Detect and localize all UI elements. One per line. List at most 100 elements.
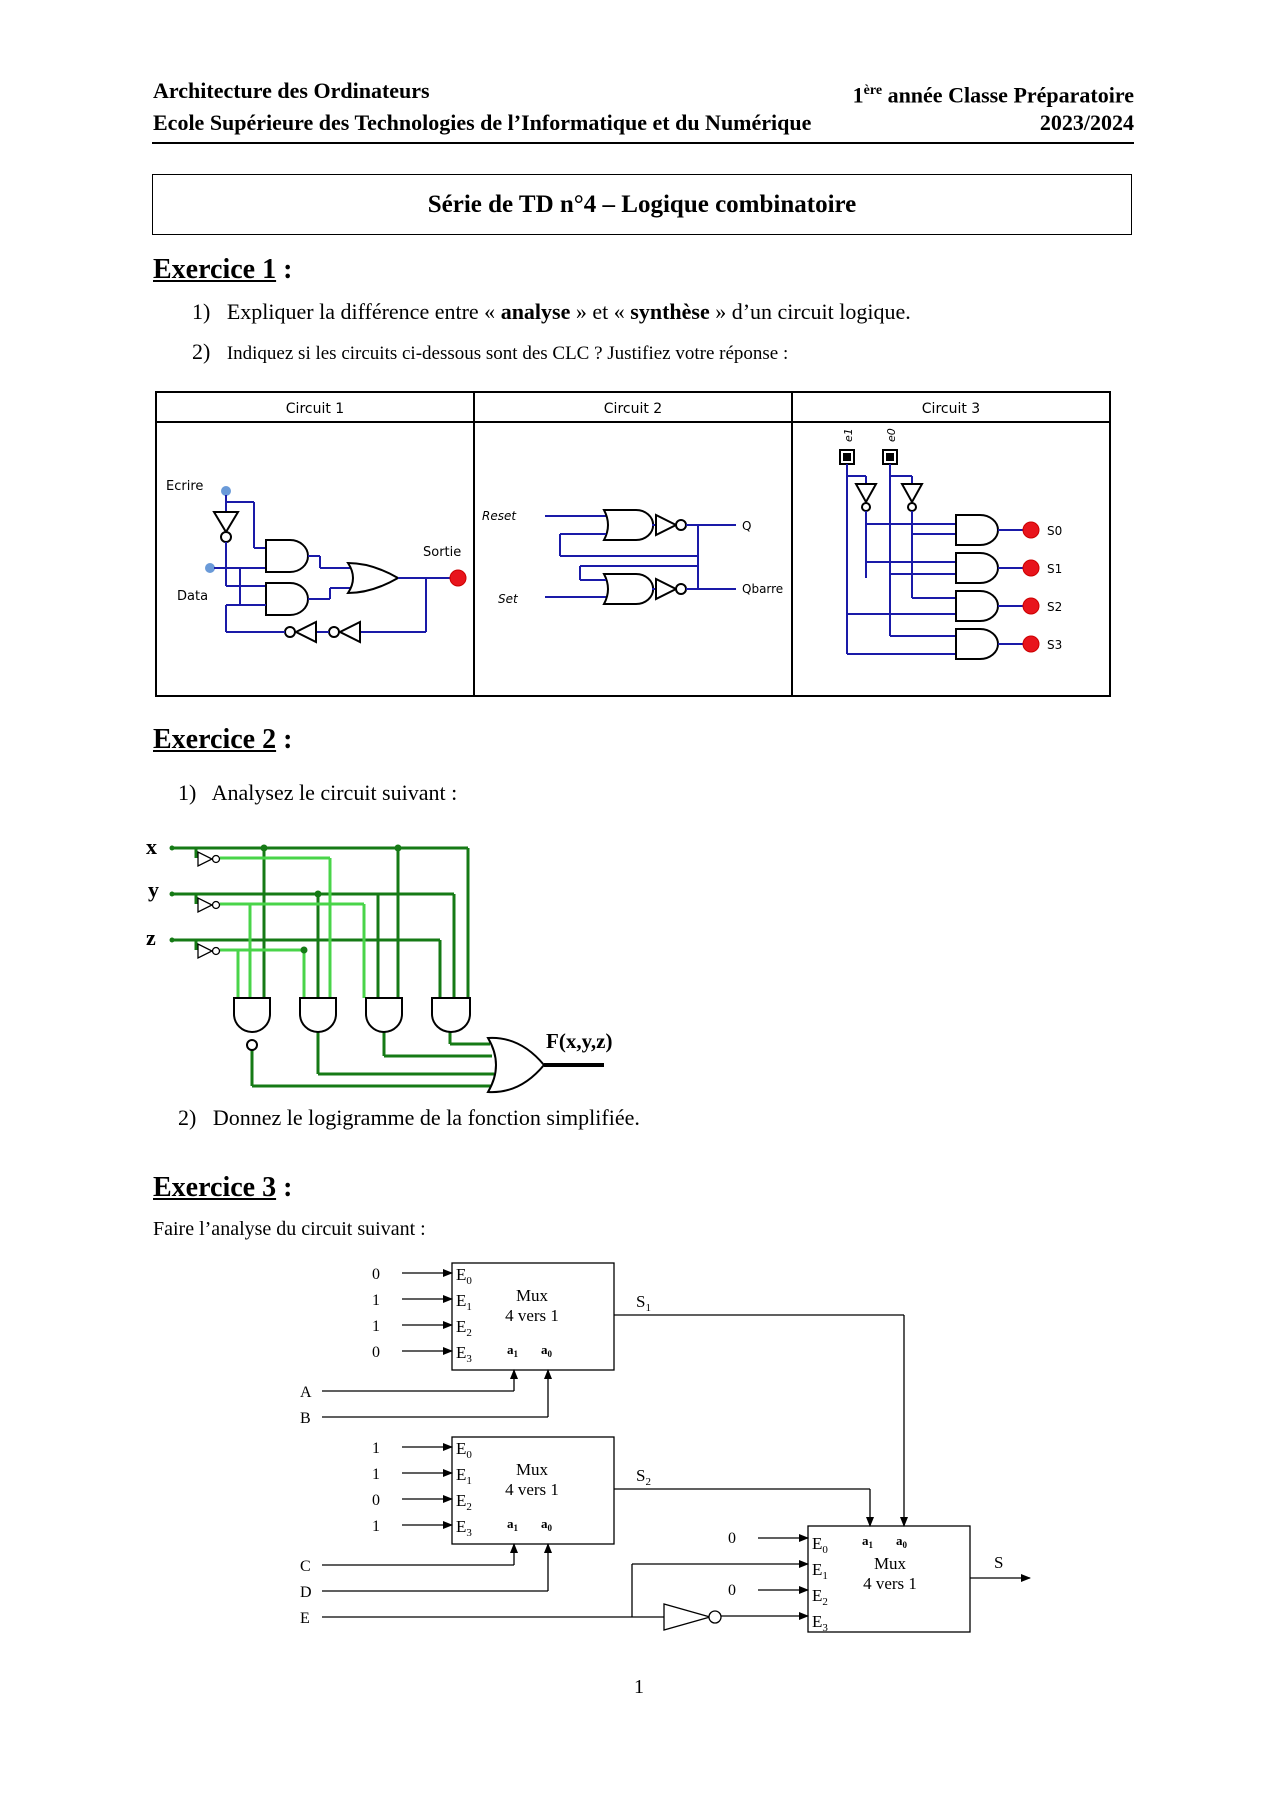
ex1-heading: Exercice 1 : <box>153 254 292 286</box>
circuit-3-e0-label: e0 <box>885 428 898 442</box>
ex1-question-1: 1) Expliquer la différence entre « analy… <box>192 299 911 325</box>
circuit-1-sortie-label: Sortie <box>423 545 461 560</box>
ex2-nodes <box>260 844 402 954</box>
mux-2 <box>402 1436 615 1545</box>
ex2-heading-word: Exercice 2 <box>153 724 277 755</box>
mux2-e1: E1 <box>456 1465 472 1487</box>
ex2-output-label: F(x,y,z) <box>546 1029 612 1053</box>
mux2-in-1: 1 <box>372 1466 380 1483</box>
mux3-a0: a0 <box>896 1533 908 1550</box>
mux1-a1: a1 <box>507 1342 519 1359</box>
ex1-question-2: 2) Indiquez si les circuits ci-dessous s… <box>192 339 788 365</box>
mux1-a0: a0 <box>541 1342 553 1359</box>
ex1-q1-text-e: » d’un circuit logique. <box>709 299 911 324</box>
ex3-mux-diagram: 0 1 1 0 E0 E1 E2 E3 Mux 4 vers 1 a1 a0 S… <box>300 1262 1031 1634</box>
mux2-a0: a0 <box>541 1516 553 1533</box>
circuit-2-diagram <box>545 509 736 605</box>
mux1-in-3: 0 <box>372 1344 380 1361</box>
ex2-inverters <box>197 850 221 960</box>
mux3-in-2: 0 <box>728 1582 736 1599</box>
mux2-in-3: 1 <box>372 1518 380 1535</box>
ex2-wires-dark <box>172 846 494 1088</box>
header-left-line1: Architecture des Ordinateurs <box>153 78 430 103</box>
ex1-heading-colon: : <box>276 254 293 285</box>
signal-b: B <box>300 1410 311 1427</box>
mux1-output-label: S1 <box>636 1292 651 1314</box>
circuit-2-qbarre-label: Qbarre <box>742 582 783 596</box>
page-number: 1 <box>634 1676 644 1698</box>
mux3-label-1: Mux <box>874 1554 907 1573</box>
ex3-intro: Faire l’analyse du circuit suivant : <box>153 1218 426 1240</box>
mux3-output-label: S <box>994 1553 1003 1572</box>
ex1-q2-text: Indiquez si les circuits ci-dessous sont… <box>226 343 789 364</box>
mux2-in-0: 1 <box>372 1440 380 1457</box>
mux1-in-1: 1 <box>372 1292 380 1309</box>
ex2-circuit-diagram: x y z F(x,y,z) <box>146 834 612 1094</box>
ex2-input-z: z <box>146 925 156 950</box>
ex1-heading-word: Exercice 1 <box>153 254 277 285</box>
mux3-e0: E0 <box>812 1534 828 1556</box>
ex2-input-y: y <box>148 877 159 902</box>
ex1-q1-text-a: Expliquer la différence entre « <box>226 299 501 324</box>
ex2-input-dots <box>169 845 175 943</box>
ex1-q1-text-b: analyse <box>500 299 571 324</box>
ex2-and-gates <box>233 997 471 1051</box>
page-title-text: Série de TD n°4 – Logique combinatoire <box>427 190 857 218</box>
header-class-label: année Classe Préparatoire <box>882 82 1134 108</box>
circuits-table: Circuit 1 Circuit 2 Circuit 3 <box>155 391 1111 697</box>
header-right-line1: 1ère année Classe Préparatoire <box>853 77 1134 109</box>
mux3-e3: E3 <box>812 1612 828 1634</box>
circuit-2-set-label: Set <box>498 592 519 606</box>
circuit-1-ecrire-label: Ecrire <box>166 479 203 494</box>
mux3-e1: E1 <box>812 1560 828 1582</box>
mux2-e0: E0 <box>456 1439 472 1461</box>
header-rule <box>152 142 1134 144</box>
mux2-output-label: S2 <box>636 1466 651 1488</box>
mux1-e3: E3 <box>456 1343 472 1365</box>
mux1-in-2: 1 <box>372 1318 380 1335</box>
mux3-e2: E2 <box>812 1586 828 1608</box>
mux1-label-2: 4 vers 1 <box>505 1306 559 1325</box>
table-grid <box>155 391 1111 697</box>
circuit-1-diagram <box>205 486 467 644</box>
circuit-2-reset-label: Reset <box>482 509 517 523</box>
signal-a: A <box>300 1384 312 1401</box>
circuit-3-s3-label: S3 <box>1047 638 1062 652</box>
header-right-line2: 2023/2024 <box>1039 110 1134 135</box>
circuit-2-header: Circuit 2 <box>604 401 662 417</box>
mux-wires <box>322 1314 908 1631</box>
mux1-e0: E0 <box>456 1265 472 1287</box>
mux-3 <box>632 1525 1031 1633</box>
mux2-label-2: 4 vers 1 <box>505 1480 559 1499</box>
header-year-number: 1 <box>852 82 864 108</box>
circuit-3-diagram <box>839 449 1040 660</box>
mux1-label-1: Mux <box>516 1286 549 1305</box>
mux1-e2: E2 <box>456 1317 472 1339</box>
page-title: Série de TD n°4 – Logique combinatoire <box>152 174 1132 235</box>
signal-e: E <box>300 1610 310 1627</box>
circuit-3-e1-label: e1 <box>842 428 855 442</box>
ex2-heading-colon: : <box>276 724 293 755</box>
mux2-e3: E3 <box>456 1517 472 1539</box>
signal-d: D <box>300 1584 312 1601</box>
ex3-heading-word: Exercice 3 <box>153 1172 277 1203</box>
ex1-q2-number: 2) <box>192 339 211 364</box>
ex2-heading: Exercice 2 : <box>153 724 292 756</box>
circuit-1-data-label: Data <box>177 589 208 604</box>
ex2-q2-text: Donnez le logigramme de la fonction simp… <box>212 1105 640 1130</box>
mux3-label-2: 4 vers 1 <box>863 1574 917 1593</box>
ex3-heading-colon: : <box>276 1172 293 1203</box>
mux2-a1: a1 <box>507 1516 519 1533</box>
mux1-in-0: 0 <box>372 1266 380 1283</box>
mux3-in-0: 0 <box>728 1530 736 1547</box>
circuit-3-s2-label: S2 <box>1047 600 1062 614</box>
signal-c: C <box>300 1558 311 1575</box>
ex2-wires-light <box>220 856 366 998</box>
header-year-suffix: ère <box>863 83 883 98</box>
mux-1 <box>402 1262 615 1371</box>
ex2-question-2: 2) Donnez le logigramme de la fonction s… <box>178 1105 640 1131</box>
mux2-label-1: Mux <box>516 1460 549 1479</box>
circuit-1-header: Circuit 1 <box>286 401 344 417</box>
mux3-a1: a1 <box>862 1533 874 1550</box>
ex2-or-gate <box>486 1036 546 1094</box>
